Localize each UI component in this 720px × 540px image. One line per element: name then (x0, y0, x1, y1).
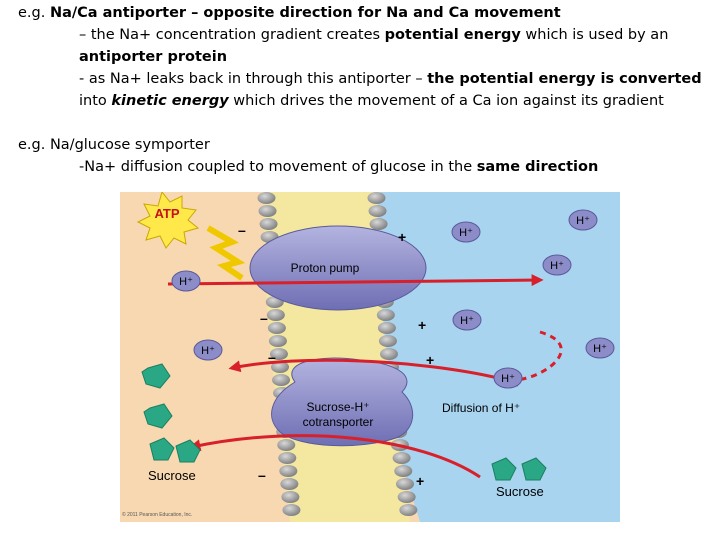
sucrose-pentagon (141, 363, 171, 389)
gradient-text: – the Na+ concentration gradient creates (79, 27, 385, 43)
antiporter-heading: Na/Ca antiporter – opposite direction fo… (49, 5, 561, 21)
phospholipid-head (279, 465, 298, 477)
minus-3: – (268, 349, 276, 365)
pump-arrow (167, 274, 544, 287)
atp-burst: ATP (136, 192, 246, 281)
h-plus-label: H⁺ (201, 345, 215, 357)
cotransport-figure: Proton pump Sucrose-H⁺ cotransporter ATP… (120, 192, 620, 522)
plus-2: + (418, 317, 426, 333)
cotransporter-label-2: cotransporter (303, 415, 374, 429)
kinetic-text-start: into (79, 93, 112, 109)
phospholipid-head (281, 491, 300, 503)
atp-label: ATP (154, 206, 179, 221)
h-plus-label: H⁺ (501, 373, 515, 385)
phospholipid-head (392, 452, 411, 464)
phospholipid-head (272, 374, 291, 386)
h-plus-ion (585, 337, 615, 359)
phospholipid-head (259, 218, 278, 230)
eg-label-2: e.g. (18, 137, 50, 153)
sucrose-pentagon (175, 439, 201, 463)
phospholipid-head (271, 361, 289, 373)
minus-4: – (258, 467, 266, 483)
antiporter-protein-line: antiporter protein (79, 47, 227, 69)
copyright-text: © 2011 Pearson Education, Inc. (122, 511, 192, 518)
phospholipid-head (369, 218, 388, 230)
proton-pump-protein (249, 225, 427, 311)
minus-1: – (238, 222, 246, 238)
phospholipid-head (277, 439, 296, 451)
sucrose-pentagon (143, 403, 173, 429)
sucrose-molecules-right (491, 457, 547, 481)
sucrose-return-arrow (188, 434, 481, 479)
cotransporter-label-1: Sucrose-H⁺ (306, 400, 369, 414)
leak-line: - as Na+ leaks back in through this anti… (79, 69, 702, 91)
h-plus-ion (542, 254, 572, 276)
phospholipid-head (377, 322, 396, 334)
h-plus-ion (493, 367, 523, 389)
phospholipid-head (397, 491, 416, 503)
sucrose-pentagon (521, 457, 547, 481)
charge-labels: – + – + – + – + (238, 222, 434, 489)
phospholipid-head (280, 478, 299, 490)
sucrose-label-left: Sucrose (148, 468, 196, 483)
phospholipid-head (258, 205, 277, 217)
antiporter-protein-term: antiporter protein (79, 49, 228, 65)
gradient-text-end: which is used by an (520, 27, 669, 43)
sucrose-label-right: Sucrose (496, 484, 544, 499)
gradient-line: – the Na+ concentration gradient creates… (79, 25, 668, 47)
diffusion-label: Diffusion of H⁺ (442, 401, 520, 415)
same-direction-term: same direction (476, 159, 599, 175)
h-plus-ion (451, 221, 481, 243)
h-plus-ion (171, 270, 201, 292)
phospholipid-head (367, 192, 386, 204)
kinetic-energy-term: kinetic energy (111, 93, 229, 109)
leak-text: - as Na+ leaks back in through this anti… (79, 71, 428, 87)
example-symporter-line: e.g. Na/glucose symporter (18, 135, 210, 157)
h-plus-ion (568, 209, 598, 231)
minus-2: – (260, 310, 268, 326)
plus-3: + (426, 352, 434, 368)
phospholipid-head (378, 335, 397, 347)
diffusion-text: -Na+ diffusion coupled to movement of gl… (79, 159, 477, 175)
h-return-arrow (228, 358, 499, 380)
plus-4: + (416, 473, 424, 489)
cotransporter-protein (271, 357, 414, 447)
phospholipid-head (368, 205, 387, 217)
sucrose-molecules-left (141, 363, 201, 463)
h-plus-label: H⁺ (550, 260, 564, 272)
plus-1: + (398, 229, 406, 245)
h-plus-label: H⁺ (576, 215, 590, 227)
atp-energy-bolt (206, 225, 246, 281)
phospholipid-head (257, 192, 276, 204)
phospholipid-head (379, 348, 398, 360)
phospholipid-head (376, 309, 395, 321)
h-plus-label: H⁺ (460, 315, 474, 327)
potential-energy-term: potential energy (384, 27, 521, 43)
h-plus-label: H⁺ (593, 343, 607, 355)
phospholipid-head (395, 478, 414, 490)
phospholipid-head (282, 504, 301, 516)
phospholipid-head (399, 504, 418, 516)
phospholipid-head (394, 465, 413, 477)
symporter-heading: Na/glucose symporter (49, 137, 210, 153)
diffusion-line: -Na+ diffusion coupled to movement of gl… (79, 157, 598, 179)
kinetic-line: into kinetic energy which drives the mov… (79, 91, 664, 113)
h-plus-label: H⁺ (459, 227, 473, 239)
eg-label: e.g. (18, 5, 50, 21)
phospholipid-head (266, 309, 285, 321)
h-plus-ion (452, 309, 482, 331)
phospholipid-head (278, 452, 297, 464)
phospholipid-head (268, 335, 287, 347)
kinetic-text-end: which drives the movement of a Ca ion ag… (228, 93, 664, 109)
proton-pump-label: Proton pump (291, 261, 360, 275)
phospholipid-head (267, 322, 286, 334)
sucrose-pentagon (491, 457, 517, 481)
h-plus-ion (193, 339, 223, 361)
h-plus-label: H⁺ (179, 276, 193, 288)
phospholipid-head (269, 348, 288, 360)
converted-term: the potential energy is converted (427, 71, 702, 87)
sucrose-pentagon (149, 437, 175, 461)
example-antiporter-line: e.g. Na/Ca antiporter – opposite directi… (18, 3, 561, 25)
